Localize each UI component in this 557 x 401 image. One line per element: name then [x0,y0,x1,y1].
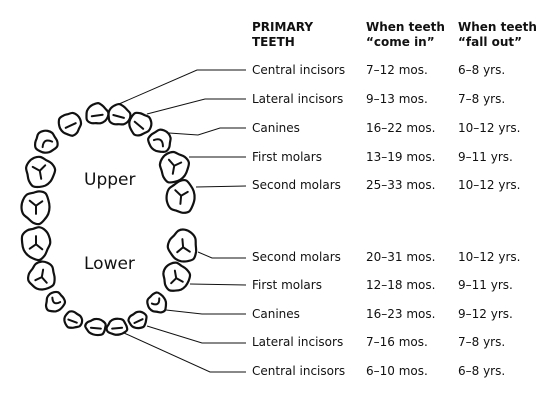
lower-tooth-cell: First molars [252,278,322,292]
lower-tooth-cell: Lateral incisors [252,335,344,349]
upper-come-in-cell: 9–13 mos. [366,92,428,106]
upper-right-first-molar [25,155,57,189]
lower-come-in-cell: 12–18 mos. [366,278,436,292]
upper-fall-out-cell: 6–8 yrs. [458,63,506,77]
leader-upper-central-incisors [118,69,246,105]
lower-fall-out-cell: 10–12 yrs. [458,250,521,264]
upper-left-central-incisor [107,102,132,126]
leader-lower-second-molars [197,251,246,259]
lower-tooth-cell: Second molars [252,250,341,264]
upper-fall-out-cell: 10–12 yrs. [458,121,521,135]
lower-left-central-incisor [105,317,129,336]
teeth-arch [20,102,198,337]
upper-right-second-molar [20,190,51,226]
upper-fall-out-cell: 7–8 yrs. [458,92,506,106]
leader-lower-canines [165,309,246,315]
upper-right-central-incisor [85,102,110,125]
upper-come-in-cell: 25–33 mos. [366,178,436,192]
lower-fall-out-cell: 6–8 yrs. [458,364,506,378]
lower-right-lateral-incisor [63,310,84,329]
upper-tooth-cell: Second molars [252,178,341,192]
lower-tooth-cell: Canines [252,307,300,321]
upper-left-second-molar [165,178,196,214]
leader-lower-central-incisors [123,332,246,373]
leader-upper-canines [168,127,246,136]
lower-left-second-molar [166,228,198,263]
lower-tooth-cell: Central incisors [252,364,346,378]
lower-right-second-molar [20,226,52,262]
header-come-in: When teeth “come in” [366,20,445,50]
lower-come-in-cell: 7–16 mos. [366,335,428,349]
upper-tooth-cell: Central incisors [252,63,346,77]
lower-fall-out-cell: 7–8 yrs. [458,335,506,349]
upper-tooth-cell: Canines [252,121,300,135]
upper-tooth-cell: Lateral incisors [252,92,344,106]
leader-upper-second-molars [195,185,247,188]
lower-fall-out-cell: 9–11 yrs. [458,278,513,292]
upper-come-in-cell: 13–19 mos. [366,150,436,164]
header-come-in-line1: When teeth [366,20,445,34]
lower-come-in-cell: 16–23 mos. [366,307,436,321]
upper-right-lateral-incisor [57,111,83,137]
upper-right-canine [33,129,59,154]
header-fall-out-line2: “fall out” [458,35,523,49]
header-fall-out-line1: When teeth [458,20,537,34]
lower-come-in-cell: 6–10 mos. [366,364,428,378]
header-come-in-line2: “come in” [366,35,435,49]
header-primary-teeth: PRIMARY TEETH [252,20,313,50]
upper-fall-out-cell: 10–12 yrs. [458,178,521,192]
leader-lines [118,69,247,373]
lower-right-first-molar [27,260,56,291]
upper-come-in-cell: 16–22 mos. [366,121,436,135]
leader-upper-lateral-incisors [146,98,246,115]
leader-lower-first-molars [189,283,247,286]
lower-left-lateral-incisor [127,310,148,330]
header-primary-teeth-line2: TEETH [252,35,295,49]
upper-come-in-cell: 7–12 mos. [366,63,428,77]
lower-jaw-label: Lower [84,254,135,274]
upper-tooth-cell: First molars [252,150,322,164]
upper-left-canine [147,128,172,153]
leader-lower-lateral-incisors [146,325,246,344]
lower-left-canine [146,291,168,314]
lower-right-canine [44,290,67,313]
lower-come-in-cell: 20–31 mos. [366,250,436,264]
upper-left-lateral-incisor [128,111,153,137]
header-fall-out: When teeth “fall out” [458,20,537,50]
upper-fall-out-cell: 9–11 yrs. [458,150,513,164]
lower-fall-out-cell: 9–12 yrs. [458,307,513,321]
upper-jaw-label: Upper [84,170,136,190]
lower-right-central-incisor [84,317,107,337]
lower-left-first-molar [162,261,192,292]
header-primary-teeth-line1: PRIMARY [252,20,314,34]
